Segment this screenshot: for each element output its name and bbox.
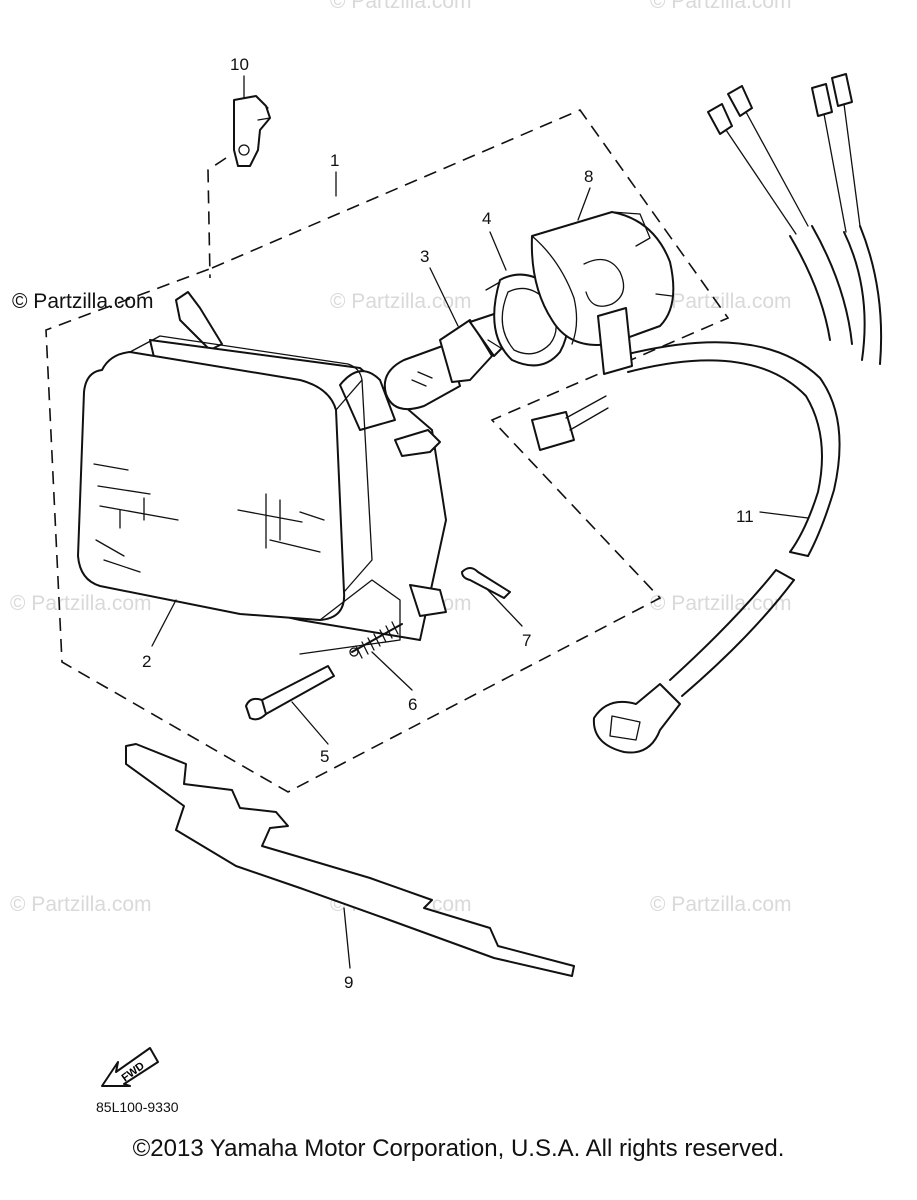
callout-10: 10 [230,55,249,74]
copyright-notice: ©2013 Yamaha Motor Corporation, U.S.A. A… [132,1135,785,1162]
headlight-part [77,291,447,655]
spring-part [349,621,403,659]
callout-5: 5 [320,747,329,766]
wire-harness-part [531,73,883,754]
watermark: © Partzilla.com [10,893,152,916]
pin-part [461,567,511,599]
strip-part [125,743,575,977]
watermark: © Partzilla.com [330,290,472,313]
callout-1: 1 [330,151,339,170]
watermark: © Partzilla.com [330,0,472,13]
callout-8: 8 [584,167,593,186]
watermark: © Partzilla.com [650,592,792,615]
fwd-arrow: FWD [101,1047,159,1087]
bulb-part [383,313,521,410]
clip-part [233,95,271,167]
callout-leaders [151,75,809,969]
watermark: © Partzilla.com [650,0,792,13]
callout-6: 6 [408,695,417,714]
diagram-code: 85L100-9330 [96,1099,179,1115]
callout-labels: 1 2 3 4 5 6 7 8 9 10 11 [142,55,754,992]
callout-3: 3 [420,247,429,266]
callout-11: 11 [736,507,754,526]
watermark: © Partzilla.com [650,290,792,313]
callout-4: 4 [482,209,491,228]
callout-9: 9 [344,973,353,992]
clip-dashed-leader [207,157,227,279]
main-watermark: © Partzilla.com [12,290,154,313]
watermark: © Partzilla.com [650,893,792,916]
callout-2: 2 [142,652,151,671]
assembly-outline [45,109,730,793]
callout-7: 7 [522,631,531,650]
screw-part [245,665,335,721]
cover-part [530,211,675,346]
watermark: © Partzilla.com [10,592,152,615]
